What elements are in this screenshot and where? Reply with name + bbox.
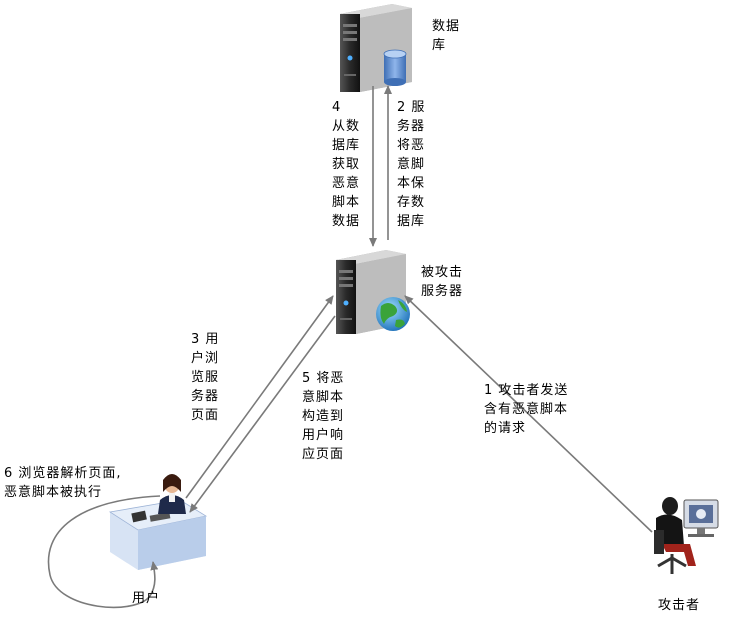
attacker-icon — [654, 497, 719, 574]
step-1-label: 1 攻击者发送 含有恶意脚本 的请求 — [484, 383, 569, 436]
step-1-arrow — [404, 295, 653, 533]
database-label: 数据 库 — [432, 19, 461, 53]
step-5-label: 5 将恶 意脚本 构造到 用户响 应页面 — [302, 371, 345, 462]
user-at-desk-icon — [108, 474, 208, 570]
globe-icon — [376, 297, 410, 331]
step-3-label: 3 用 户浏 览服 务器 页面 — [191, 332, 220, 423]
database-cylinder-icon — [383, 49, 407, 86]
step-4-label: 4 从数 据库 获取 恶意 脚本 数据 — [332, 100, 361, 229]
user-label: 用户 — [132, 591, 161, 606]
server-label: 被攻击 服务器 — [421, 265, 464, 299]
step-3-arrow — [185, 295, 334, 499]
step-6-loop-arrow — [47, 495, 161, 609]
step-2-label: 2 服 务器 将恶 意脚 本保 存数 据库 — [397, 100, 426, 229]
step-6-label: 6 浏览器解析页面, 恶意脚本被执行 — [4, 466, 122, 500]
step-5-arrow — [189, 315, 336, 513]
attacker-label: 攻击者 — [658, 598, 701, 613]
